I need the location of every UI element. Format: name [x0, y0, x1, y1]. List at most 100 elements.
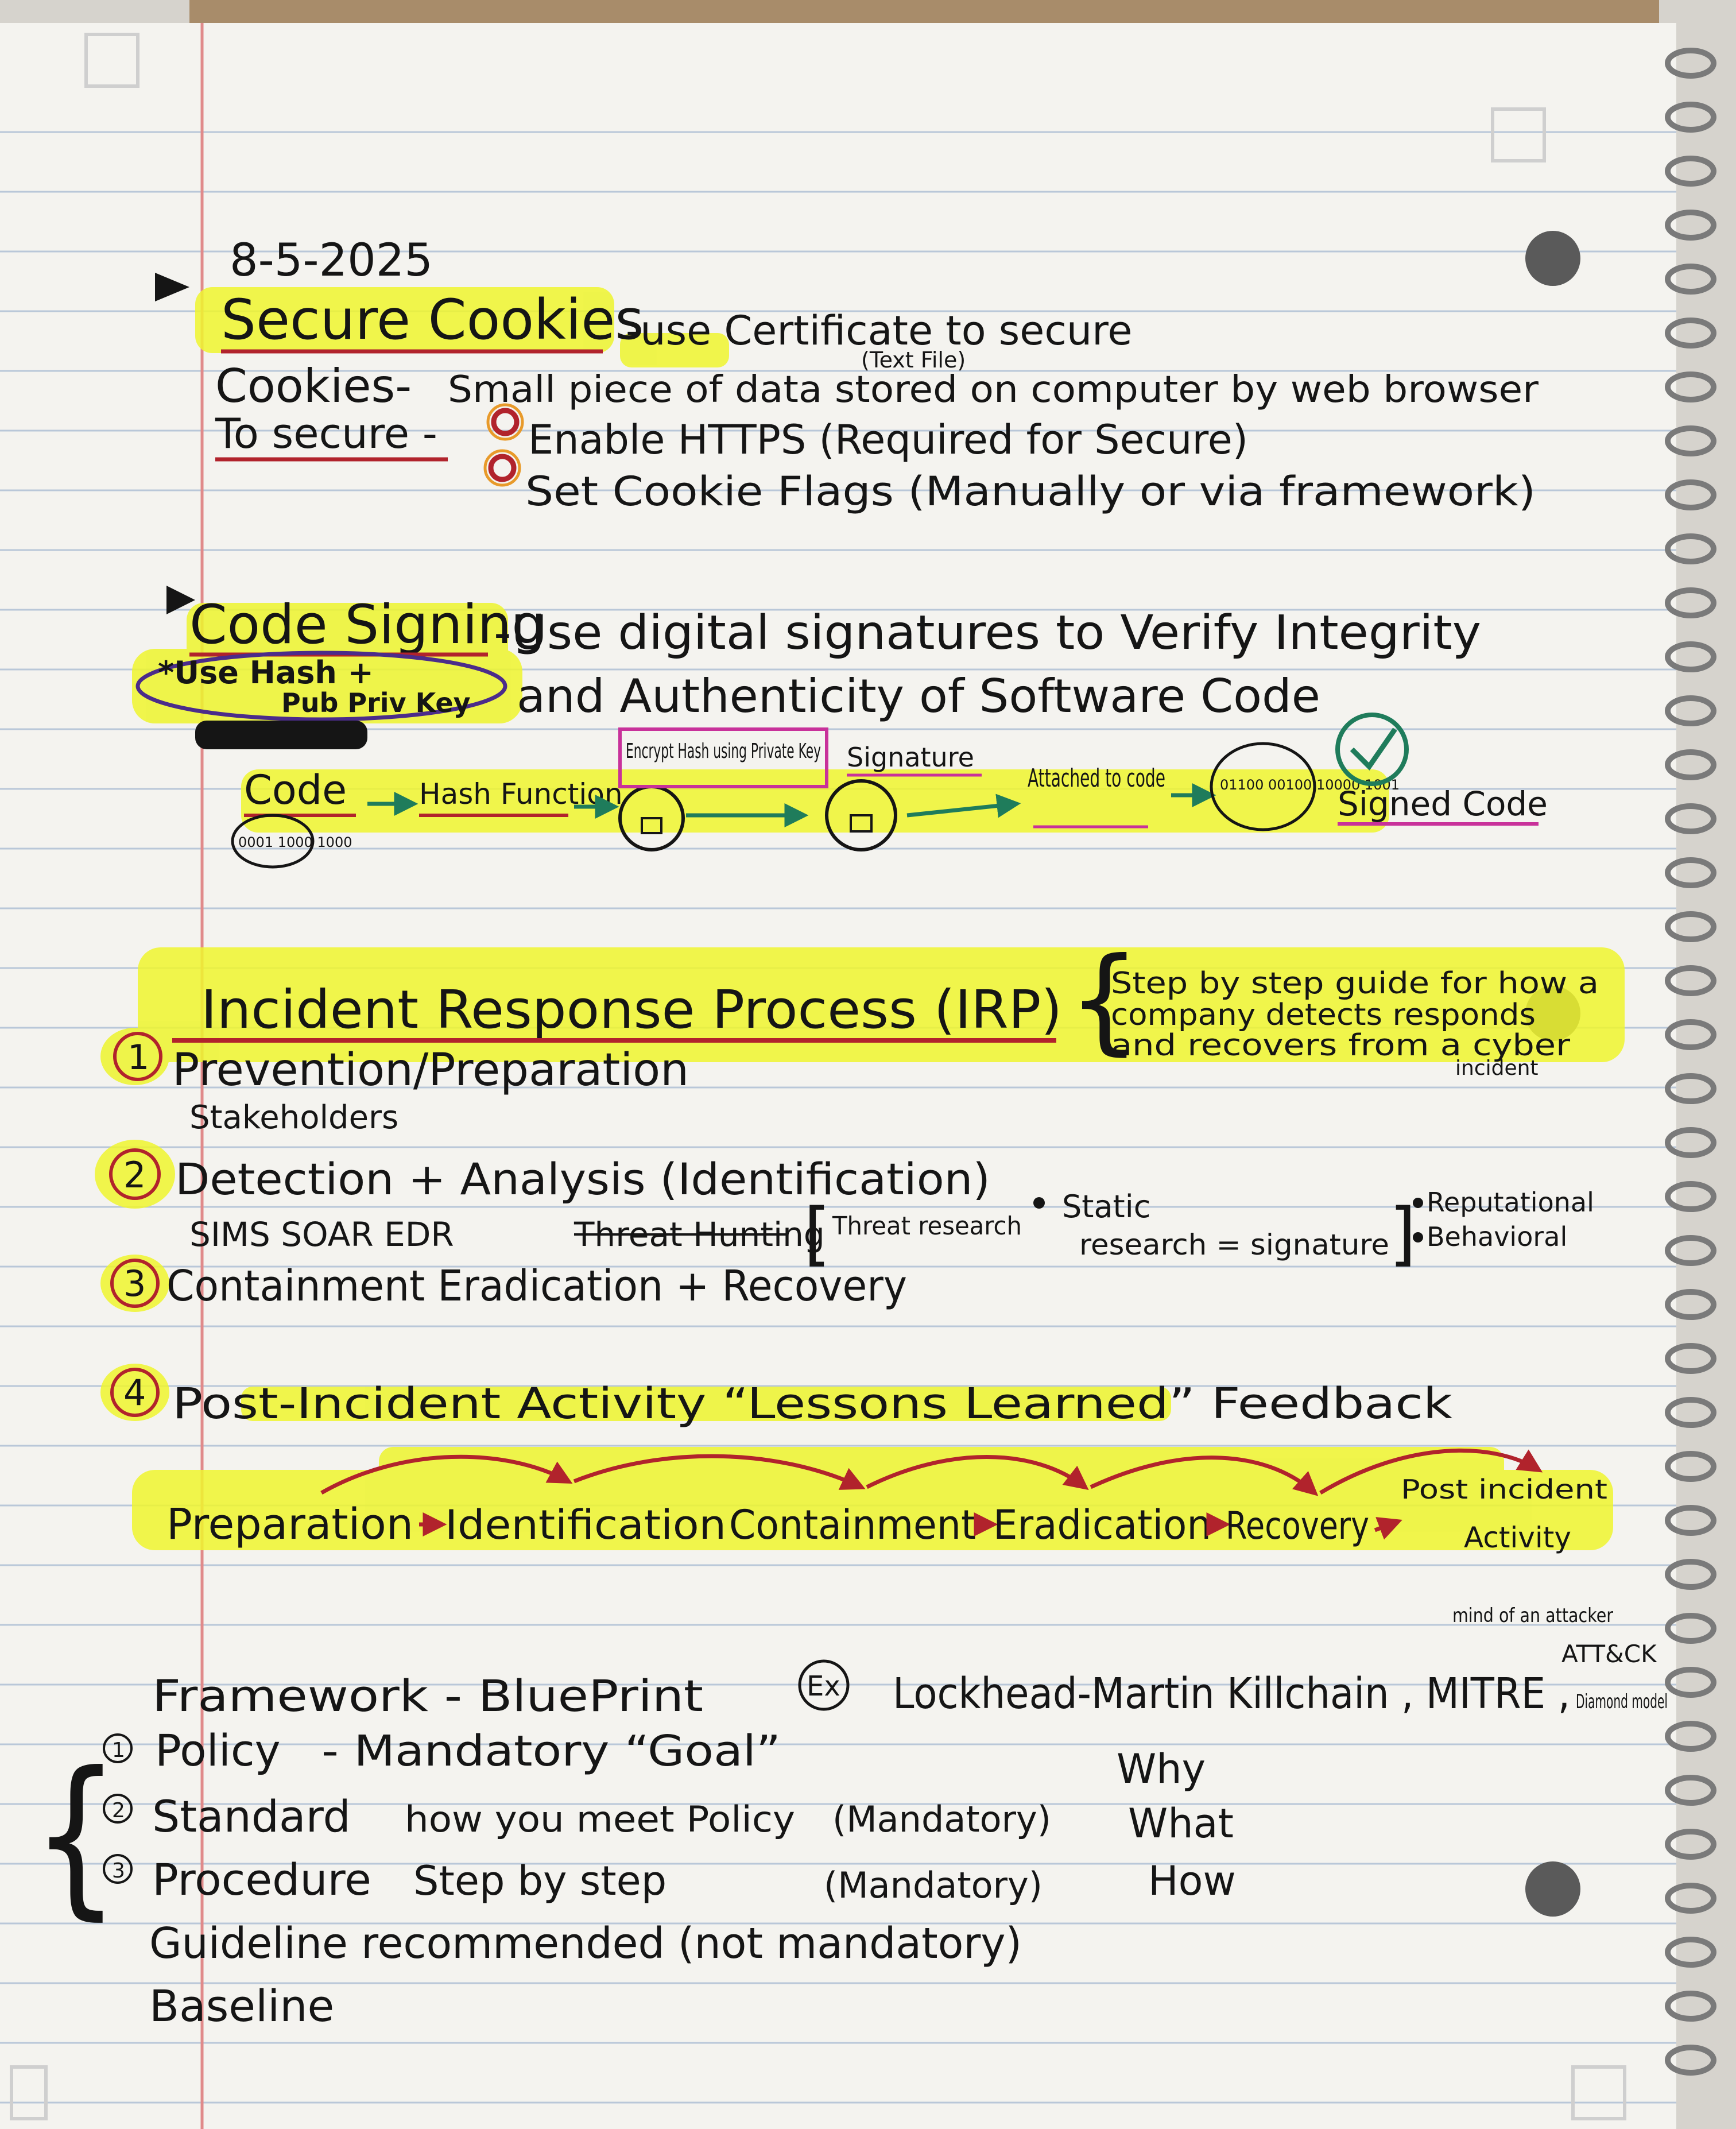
irp-step-1: 1 Prevention/Preparation — [113, 1032, 689, 1096]
svg-text:(Mandatory): (Mandatory) — [824, 1864, 1043, 1906]
framework-mind-note: mind of an attacker — [1452, 1604, 1613, 1627]
spiral-coil — [1665, 1991, 1716, 2022]
spiral-coil — [1665, 1721, 1716, 1752]
code-signing-heading: Code Signing — [189, 594, 546, 656]
spiral-coil — [1665, 210, 1716, 241]
spiral-coil — [1665, 1937, 1716, 1968]
spiral-coil — [1665, 318, 1716, 349]
spiral-coil — [1665, 803, 1716, 834]
svg-text:Containment: Containment — [729, 1501, 976, 1549]
irp-tools: SIMS SOAR EDR — [189, 1215, 454, 1254]
spiral-coil — [1665, 1613, 1716, 1644]
svg-text:Preparation: Preparation — [166, 1500, 413, 1549]
spiral-coil — [1665, 1559, 1716, 1590]
spiral-coil — [1665, 48, 1716, 79]
framework-attack: ATT&CK — [1561, 1640, 1657, 1668]
cycle-post-1: Post incident — [1401, 1474, 1607, 1505]
code-signing-description-1: -Use digital signatures to Verify Integr… — [494, 606, 1481, 660]
governance-policy: 1 Policy - Mandatory “Goal” Why — [103, 1725, 1206, 1793]
svg-text:Detection + Analysis (Identifi: Detection + Analysis (Identification) — [175, 1153, 990, 1205]
secure-item-https: Enable HTTPS (Required for Secure) — [528, 416, 1248, 463]
spiral-coil — [1665, 1343, 1716, 1374]
spiral-coil — [1665, 749, 1716, 780]
spiral-coil — [1665, 1073, 1716, 1104]
circled-note-2: Pub Priv Key — [281, 687, 471, 718]
svg-text:(Mandatory): (Mandatory) — [832, 1798, 1051, 1840]
spiral-coil — [1665, 911, 1716, 942]
svg-text:Containment Eradication + Reco: Containment Eradication + Recovery — [166, 1261, 907, 1311]
irp-threat-research: Threat research — [832, 1211, 1022, 1241]
flow-encrypt: Encrypt Hash using Private Key — [626, 740, 821, 763]
punch-hole-bottom — [1525, 1861, 1580, 1917]
checkmark-icon — [1335, 713, 1409, 786]
secure-item-flags: Set Cookie Flags (Manually or via framew… — [525, 468, 1536, 515]
bullet-arrow-icon — [155, 273, 189, 301]
cycle-arrows — [320, 1448, 1543, 1496]
spiral-coil — [1665, 1289, 1716, 1320]
spiral-coil — [1665, 2045, 1716, 2076]
svg-text:Policy: Policy — [155, 1725, 281, 1776]
spiral-coil — [1665, 1829, 1716, 1860]
spiral-coil — [1665, 1775, 1716, 1806]
spiral-coil — [1665, 1127, 1716, 1158]
svg-text:2: 2 — [112, 1799, 125, 1822]
svg-text:Recovery: Recovery — [1226, 1504, 1369, 1548]
spiral-coil — [1665, 425, 1716, 456]
irp-step-2: 2 Detection + Analysis (Identification) — [109, 1148, 990, 1205]
svg-text:Procedure: Procedure — [152, 1854, 371, 1905]
date: 8-5-2025 — [230, 235, 433, 287]
bracket-open: [ — [804, 1194, 831, 1274]
irp-side-note-1: Step by step guide for how a — [1111, 966, 1599, 1001]
notebook-page — [0, 23, 1676, 2129]
irp-research-signature: research = signature — [1079, 1228, 1389, 1261]
svg-text:Post-Incident Activity “Lesson: Post-Incident Activity “Lessons Learned”… — [172, 1379, 1452, 1429]
svg-text:3: 3 — [112, 1859, 125, 1883]
spiral-coil — [1665, 1235, 1716, 1266]
spiral-coil — [1665, 1451, 1716, 1482]
circled-note-1: *Use Hash + — [158, 655, 374, 691]
big-brace: { — [32, 1736, 120, 1936]
flow-code-bits: 0001 1000 1000 — [238, 834, 352, 850]
signature-lock-icon — [825, 779, 897, 851]
irp-side-note-2: company detects responds — [1111, 998, 1536, 1032]
governance-baseline: Baseline — [149, 1980, 334, 2031]
to-secure-label: To secure - — [215, 409, 437, 458]
svg-text:1: 1 — [112, 1739, 125, 1762]
code-signing-description-2: and Authenticity of Software Code — [517, 669, 1320, 723]
svg-text:Identification: Identification — [445, 1501, 726, 1549]
svg-text:how you meet Policy: how you meet Policy — [405, 1798, 795, 1840]
punch-hole-top — [1525, 231, 1580, 286]
spiral-coil — [1665, 156, 1716, 187]
cycle-post-2: Activity — [1464, 1521, 1571, 1554]
flow-attached: Attached to code — [1028, 764, 1165, 793]
cycle-phases: Preparation Identification Containment E… — [166, 1500, 1402, 1549]
cookies-definition-label: Cookies- — [215, 359, 412, 413]
bullet-arrow-icon — [166, 586, 195, 614]
svg-text:Step by step: Step by step — [413, 1857, 666, 1905]
svg-text:4: 4 — [123, 1372, 146, 1414]
spiral-coil — [1665, 1181, 1716, 1212]
irp-step-4: 4 Post-Incident Activity “Lessons Learne… — [110, 1368, 1452, 1429]
bracket-close: ] — [1389, 1194, 1416, 1274]
spiral-coil — [1665, 695, 1716, 726]
scribble-out — [195, 721, 367, 749]
spiral-coil — [1665, 1019, 1716, 1050]
encrypt-box — [618, 727, 828, 788]
curly-brace: { — [1068, 933, 1141, 1067]
spiral-coil — [1665, 479, 1716, 510]
irp-step-3: 3 Containment Eradication + Recovery — [110, 1259, 907, 1311]
framework-line: Framework - BluePrint — [152, 1670, 703, 1721]
spiral-binding — [1665, 48, 1716, 2076]
flow-code: Code — [244, 767, 347, 814]
spiral-coil — [1665, 965, 1716, 996]
cookies-definition: Small piece of data stored on computer b… — [448, 369, 1539, 411]
spiral-coil — [1665, 1883, 1716, 1914]
svg-text:Standard: Standard — [152, 1791, 351, 1842]
framework-diamond: Diamond model — [1576, 1690, 1668, 1713]
spiral-coil — [1665, 264, 1716, 295]
svg-text:Prevention/Preparation: Prevention/Preparation — [172, 1044, 689, 1096]
spiral-coil — [1665, 1505, 1716, 1536]
framework-examples: Lockhead-Martin Killchain , MITRE , — [893, 1669, 1570, 1718]
svg-text:1: 1 — [127, 1038, 149, 1078]
